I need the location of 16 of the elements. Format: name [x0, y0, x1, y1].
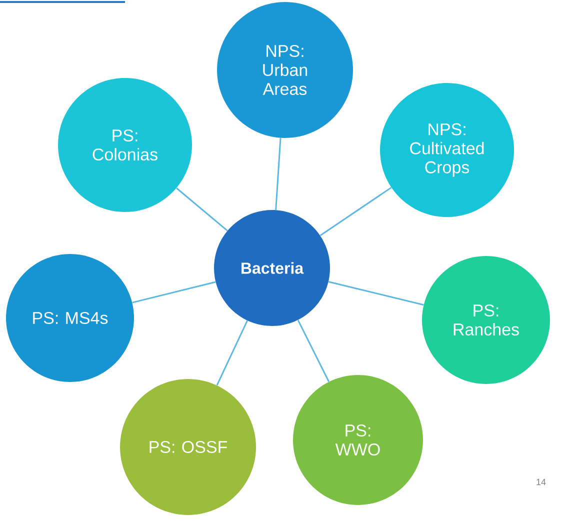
circle-node: Bacteria	[214, 210, 330, 326]
connector-line	[275, 138, 282, 210]
connector-line	[328, 281, 424, 306]
circle-node: PS: OSSF	[120, 379, 256, 515]
page-number: 14	[536, 478, 546, 486]
circle-node: PS: WWO	[293, 375, 423, 505]
connector-line	[297, 320, 330, 382]
circle-node: NPS: Cultivated Crops	[380, 83, 514, 217]
circle-node: PS: Ranches	[422, 256, 550, 384]
connector-line	[176, 188, 228, 232]
connector-line	[216, 320, 248, 386]
circle-node: PS: MS4s	[6, 254, 134, 382]
circle-node: PS: Colonias	[58, 78, 192, 212]
connector-line	[320, 186, 392, 236]
connector-line	[132, 281, 216, 304]
circle-node: NPS: Urban Areas	[217, 2, 353, 138]
